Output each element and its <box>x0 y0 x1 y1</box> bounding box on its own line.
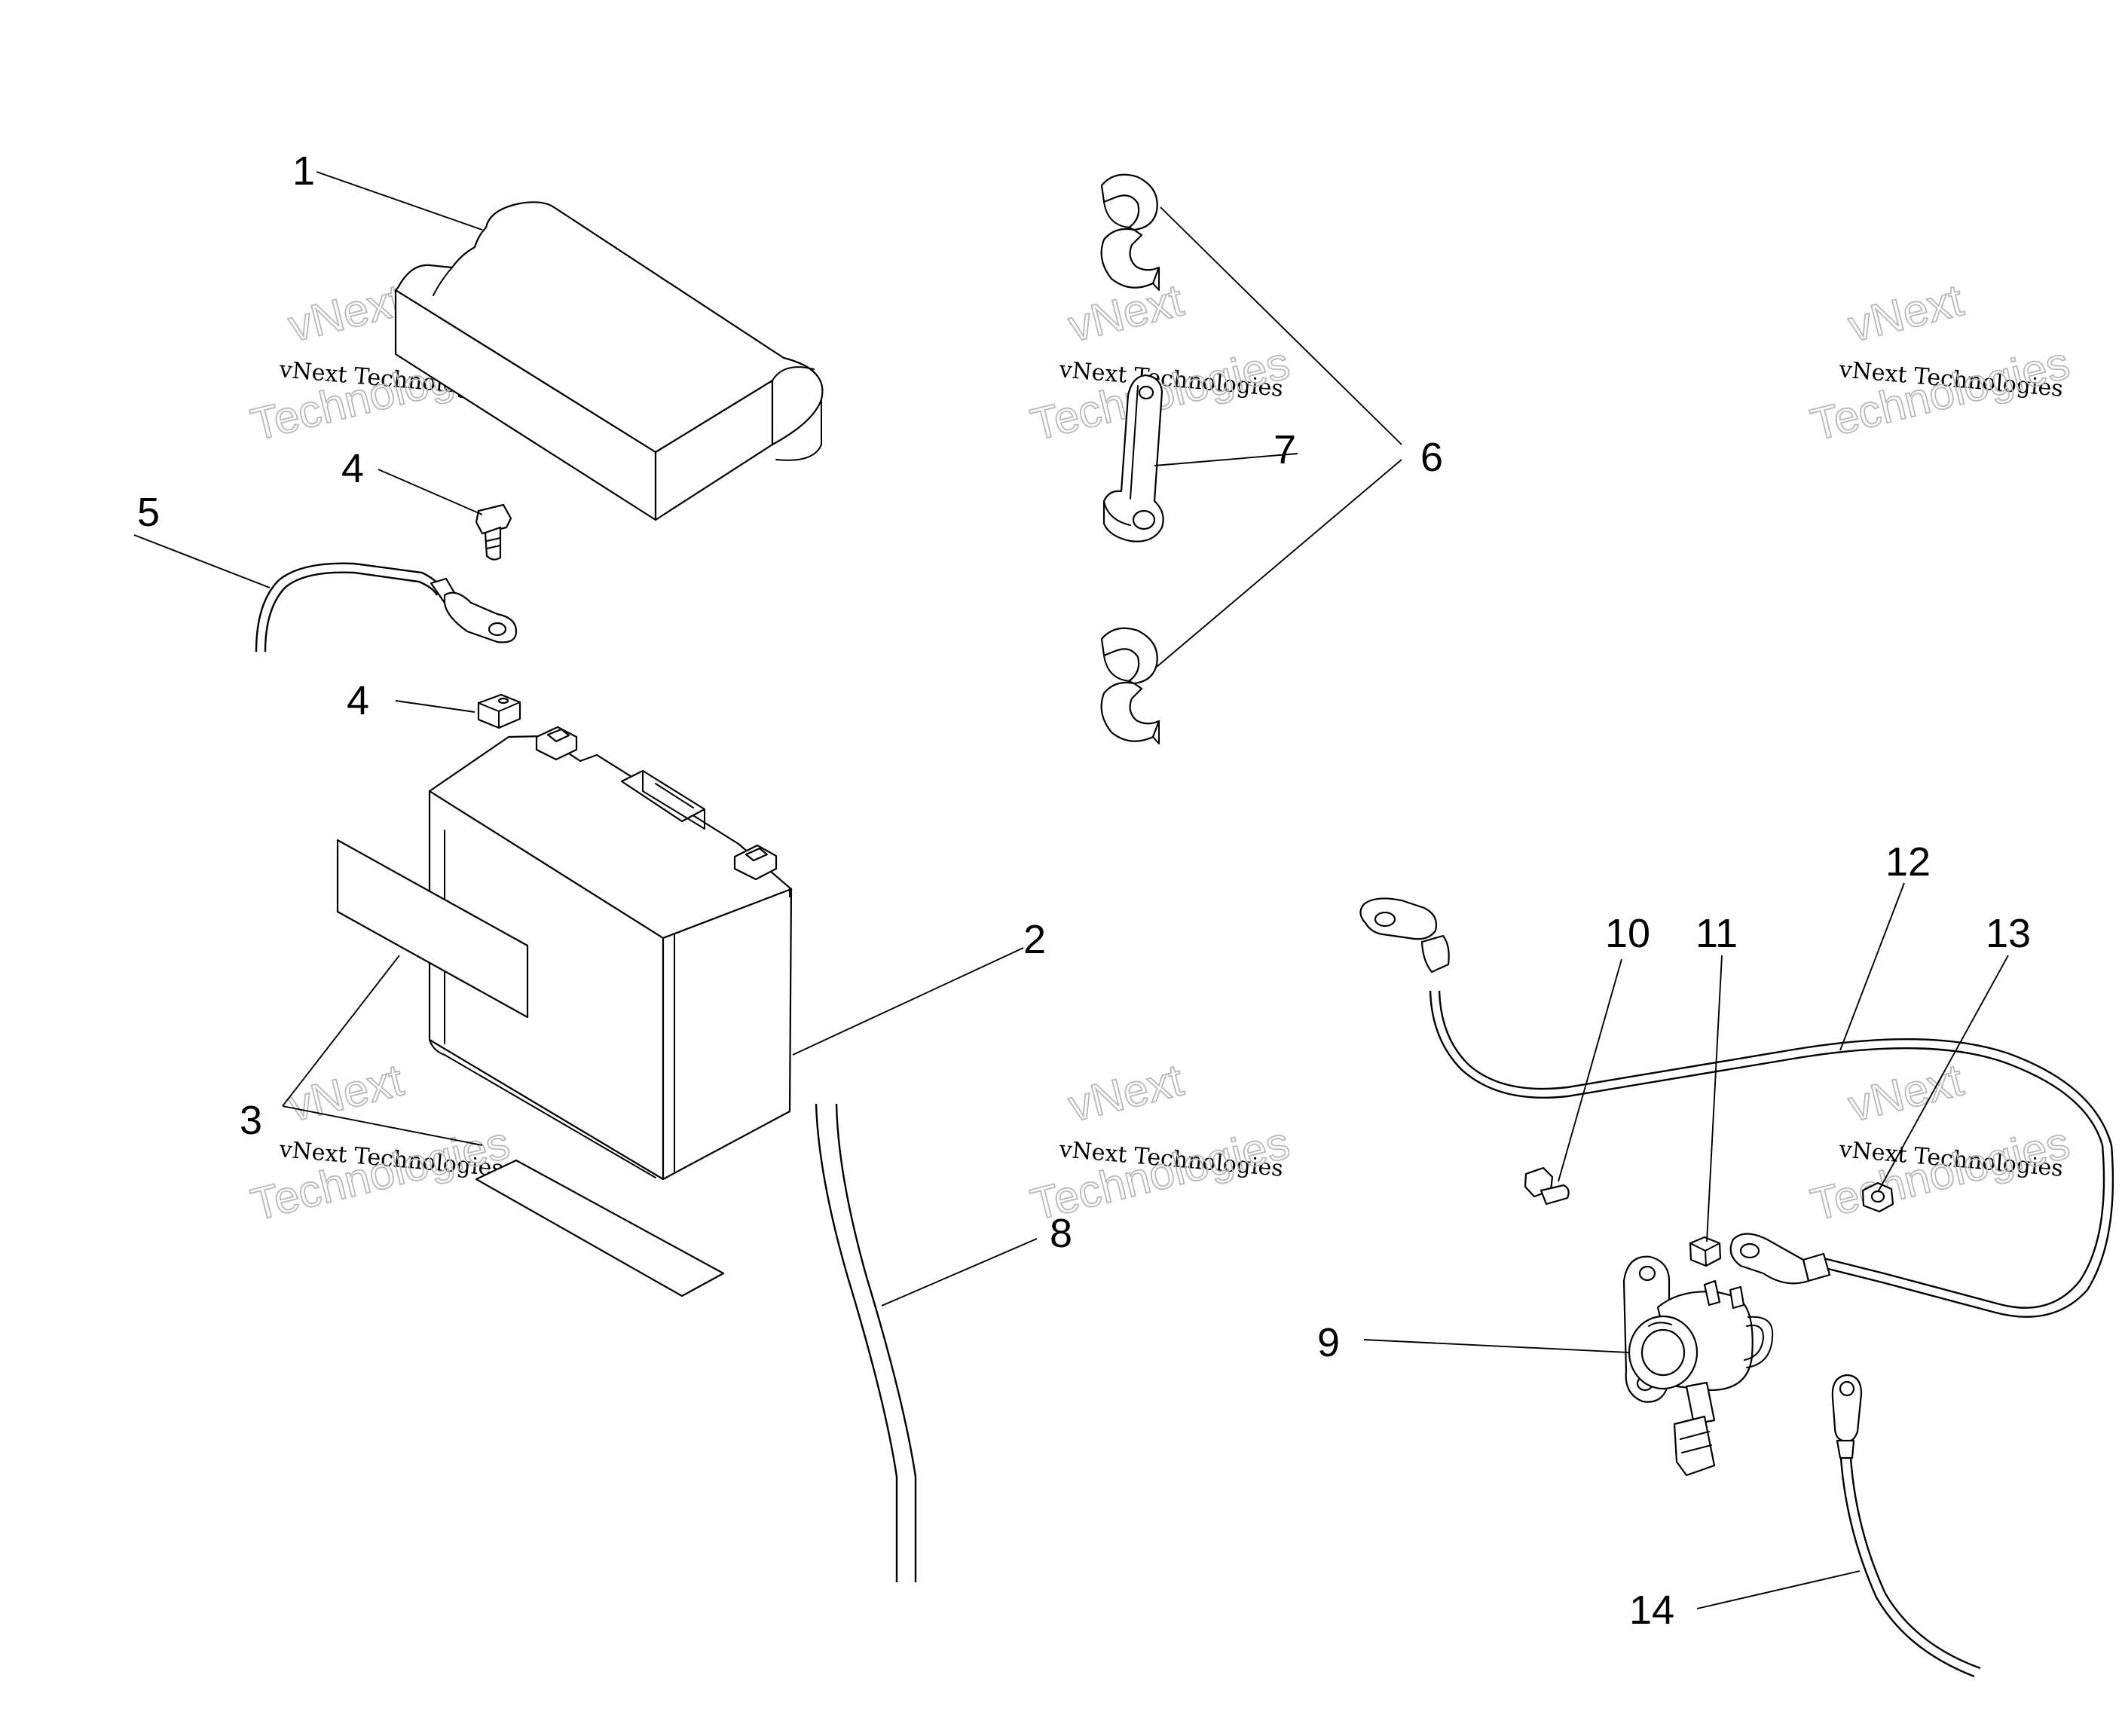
battery-cable-short <box>255 562 518 653</box>
callout-2: 2 <box>1023 917 1046 962</box>
ground-cable <box>1359 897 2114 1318</box>
callout-4b: 4 <box>347 678 369 723</box>
cable-clip-upper <box>1100 173 1160 291</box>
leader-9 <box>1363 1339 1630 1353</box>
leader-4a <box>378 469 483 515</box>
leader-14 <box>1696 1570 1861 1609</box>
leader-6b <box>1156 459 1402 668</box>
leader-3b <box>282 1105 483 1146</box>
terminal-bolt <box>475 503 512 561</box>
battery-cover <box>394 201 824 521</box>
leader-lines <box>133 171 2009 1609</box>
callout-10: 10 <box>1605 911 1650 956</box>
watermark-top: vNext <box>1843 274 1968 351</box>
leader-13 <box>1877 955 2009 1193</box>
callout-13: 13 <box>1986 911 2031 956</box>
callout-9: 9 <box>1317 1320 1340 1365</box>
solenoid-screw <box>1524 1166 1570 1206</box>
starter-solenoid <box>1622 1255 1774 1477</box>
callout-3: 3 <box>240 1098 262 1143</box>
leader-7 <box>1154 453 1298 466</box>
terminal-nut <box>477 693 521 729</box>
watermark-bottom: Technologies <box>246 1117 515 1230</box>
callout-6: 6 <box>1420 435 1443 480</box>
callout-4a: 4 <box>341 446 364 491</box>
solenoid-cable <box>1831 1374 1981 1678</box>
watermark-top: vNext <box>283 274 408 351</box>
leader-4b <box>395 700 475 713</box>
callout-5: 5 <box>137 490 160 535</box>
leader-5 <box>133 534 271 588</box>
callout-11: 11 <box>1695 911 1738 956</box>
solenoid-nut <box>1689 1236 1722 1267</box>
leader-3a <box>282 955 400 1107</box>
callout-12: 12 <box>1885 839 1931 885</box>
watermark-5: vNext vNext Technologies Technologies <box>1026 1053 1295 1230</box>
watermark-top: vNext <box>283 1054 408 1131</box>
leader-8 <box>881 1238 1038 1307</box>
watermark-3: vNext vNext Technologies Technologies <box>1806 274 2075 451</box>
watermark-6: vNext vNext Technologies Technologies <box>1806 1053 2075 1230</box>
watermark-top: vNext <box>1843 1054 1968 1131</box>
leader-1 <box>316 171 483 231</box>
main-cable <box>815 1103 917 1582</box>
leader-11 <box>1706 955 1723 1242</box>
callout-7: 7 <box>1274 427 1296 472</box>
terminal-nut-small <box>1861 1181 1894 1213</box>
callout-1: 1 <box>292 148 315 194</box>
watermark-4: vNext vNext Technologies Technologies <box>246 1053 515 1230</box>
leader-10 <box>1558 958 1622 1182</box>
cable-clip-lower <box>1100 627 1160 744</box>
callout-8: 8 <box>1050 1211 1072 1256</box>
leader-2 <box>792 947 1024 1056</box>
battery <box>428 726 793 1181</box>
callout-numbers: 1 2 3 4 4 5 6 7 8 9 10 11 12 13 14 <box>137 148 2031 1633</box>
watermark-bottom: Technologies <box>1806 1117 2075 1230</box>
watermark-bottom: Technologies <box>1806 338 2075 451</box>
hold-down-strap <box>1102 374 1164 542</box>
leader-6a <box>1160 206 1402 445</box>
callout-14: 14 <box>1629 1588 1674 1633</box>
watermark-top: vNext <box>1063 1054 1188 1131</box>
leader-12 <box>1839 882 1905 1051</box>
battery-label-pad <box>336 839 725 1297</box>
